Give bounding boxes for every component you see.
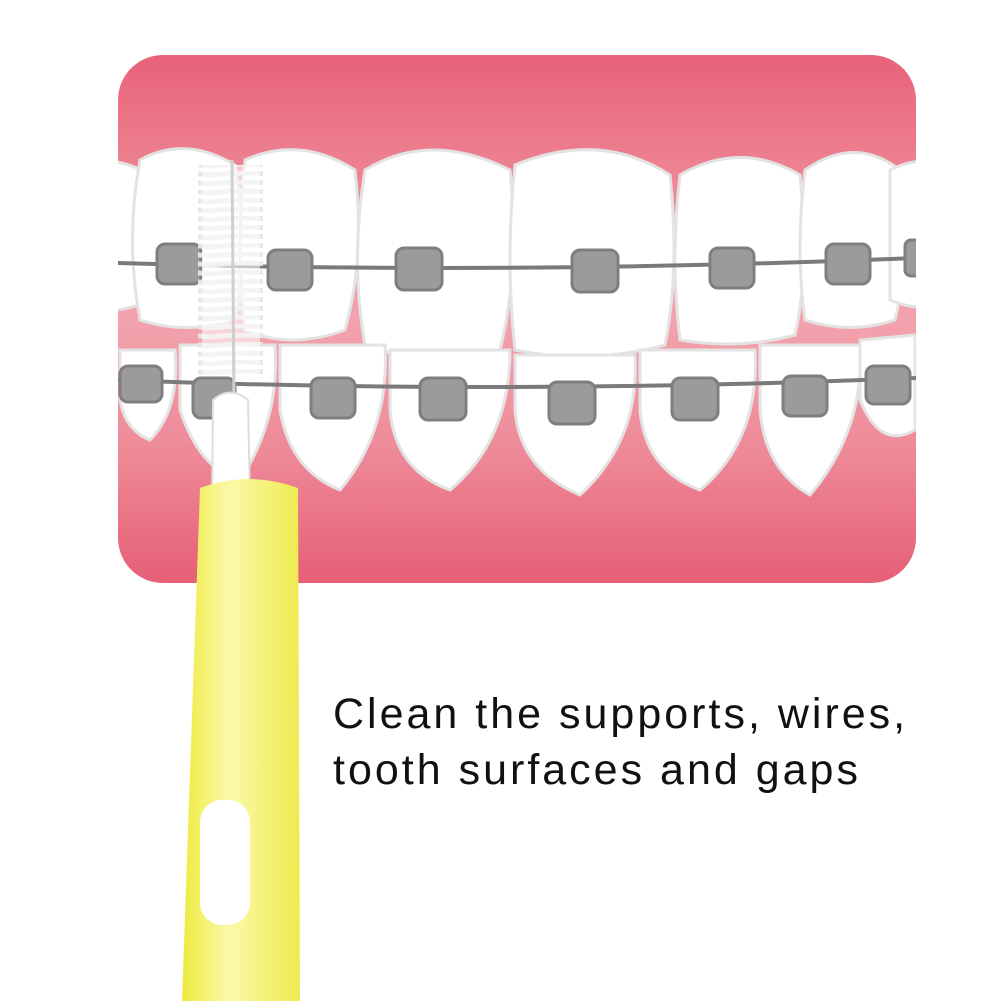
caption-line-1: Clean the supports, wires, [333, 690, 909, 738]
brackets [118, 238, 916, 426]
handle-grip-window [200, 800, 250, 925]
caption-line-2: tooth surfaces and gaps [333, 746, 861, 794]
brush-wire [230, 159, 236, 401]
interdental-brush [182, 159, 300, 1001]
brush-handle [182, 479, 300, 1001]
caption: Clean the supports, wires, tooth surface… [333, 686, 908, 798]
